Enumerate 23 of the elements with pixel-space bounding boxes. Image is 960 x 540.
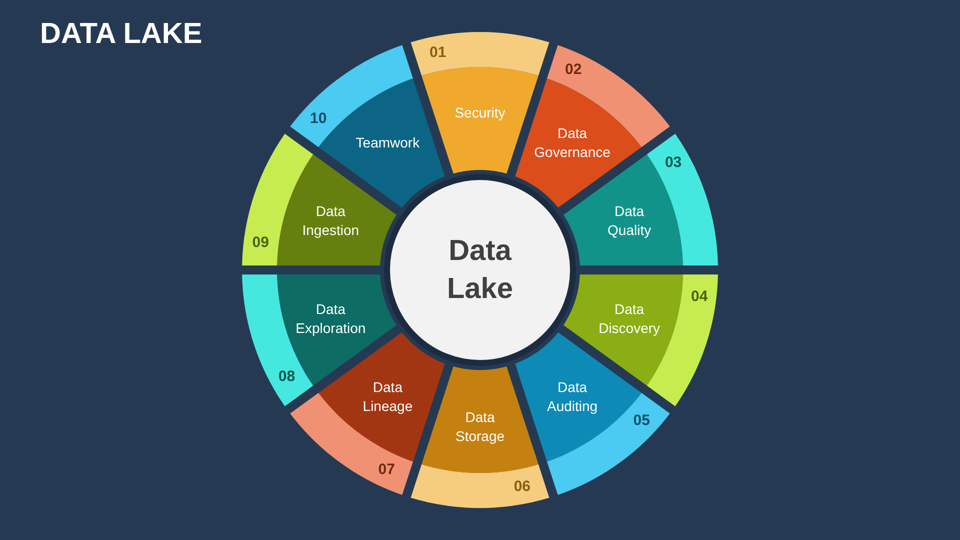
segment-label: Data Discovery [598, 300, 660, 338]
segment-number: 04 [691, 288, 708, 306]
segment-label: Data Governance [534, 124, 610, 162]
segment-number: 08 [278, 368, 296, 386]
segment-label: Data Lineage [362, 378, 413, 416]
segment-label: Data Ingestion [302, 202, 360, 240]
segment-label: Data Storage [455, 408, 505, 446]
segment-label: Security [454, 104, 506, 122]
segment-label: Data Quality [608, 202, 652, 240]
segment-number: 02 [565, 60, 582, 79]
segment-number: 03 [664, 154, 682, 172]
segment-number: 05 [633, 412, 650, 430]
segment-label: Data Auditing [546, 378, 598, 416]
wheel-segment [290, 45, 445, 208]
segment-number: 10 [310, 110, 327, 128]
segment-number: 07 [378, 461, 395, 480]
segment-label: Teamwork [356, 133, 420, 152]
segment-label: Data Exploration [296, 300, 366, 338]
segment-number: 06 [514, 478, 530, 496]
segment-number: 01 [429, 44, 446, 62]
center-label: Data Lake [446, 234, 514, 307]
title: DATA LAKE [40, 17, 202, 51]
segment-number: 09 [252, 234, 269, 252]
